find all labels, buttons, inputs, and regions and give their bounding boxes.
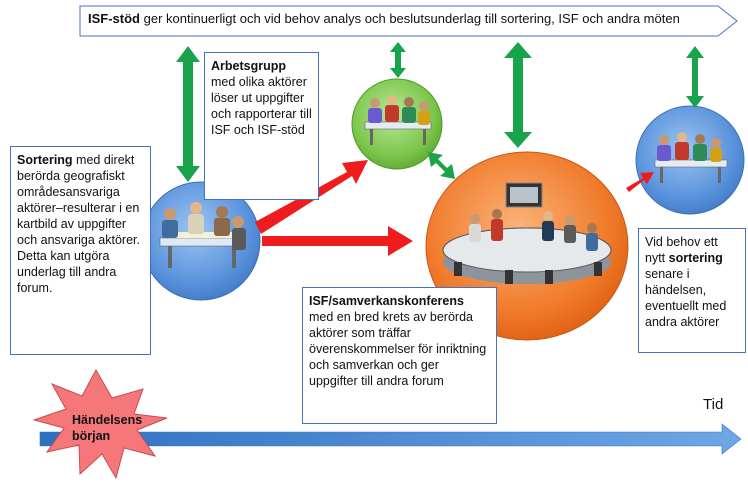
arbetsgrupp-box: Arbetsgrupp med olika aktörer löser ut u… <box>204 52 319 200</box>
vidbehov-pre: Vid behov ett nytt <box>645 235 718 265</box>
vidbehov-box: Vid behov ett nytt sortering senare i hä… <box>638 228 746 353</box>
banner-arrow <box>79 5 738 37</box>
start-label-line1: Händelsens <box>72 413 143 427</box>
sortering-text: med direkt berörda geografiskt områdesan… <box>17 153 140 295</box>
banner-bold: ISF-stöd <box>88 11 140 26</box>
green-arrows <box>176 42 704 182</box>
green-arrow-sortering <box>176 46 200 182</box>
green-arrow-nytt-sortering <box>686 46 704 108</box>
sortering-box: Sortering med direkt berörda geografiskt… <box>10 146 151 355</box>
arbetsgrupp-title: Arbetsgrupp <box>211 59 286 73</box>
timeline-arrow <box>39 423 742 455</box>
vidbehov-bold: sortering <box>668 251 723 265</box>
banner-rest: ger kontinuerligt och vid behov analys o… <box>140 11 680 26</box>
meeting-illustration-konferens <box>442 182 612 284</box>
start-label-line2: början <box>72 428 111 443</box>
red-arrow-to-nytt-sortering <box>626 172 654 192</box>
konferens-title: ISF/samverkanskonferens <box>309 294 464 308</box>
meeting-illustration-sortering <box>159 202 246 268</box>
konferens-text: med en bred krets av berörda aktörer som… <box>309 310 487 388</box>
konferens-box: ISF/samverkanskonferens med en bred kret… <box>302 287 497 424</box>
green-arrow-konferens <box>504 42 532 148</box>
red-arrow-to-konferens <box>262 226 413 256</box>
start-label: Händelsens början <box>72 413 142 444</box>
sortering-title: Sortering <box>17 153 73 167</box>
meeting-illustration-arbetsgrupp <box>364 95 432 145</box>
start-star <box>32 368 168 480</box>
meeting-illustration-nytt-sortering <box>654 132 728 183</box>
banner-text: ISF-stöd ger kontinuerligt och vid behov… <box>88 11 680 26</box>
vidbehov-post: senare i händelsen, eventuellt med andra… <box>645 267 727 329</box>
arbetsgrupp-text: med olika aktörer löser ut uppgifter och… <box>211 75 312 137</box>
green-arrow-arbetsgrupp-konferens <box>428 152 455 179</box>
green-arrow-arbetsgrupp <box>390 42 406 78</box>
time-label: Tid <box>703 396 724 413</box>
